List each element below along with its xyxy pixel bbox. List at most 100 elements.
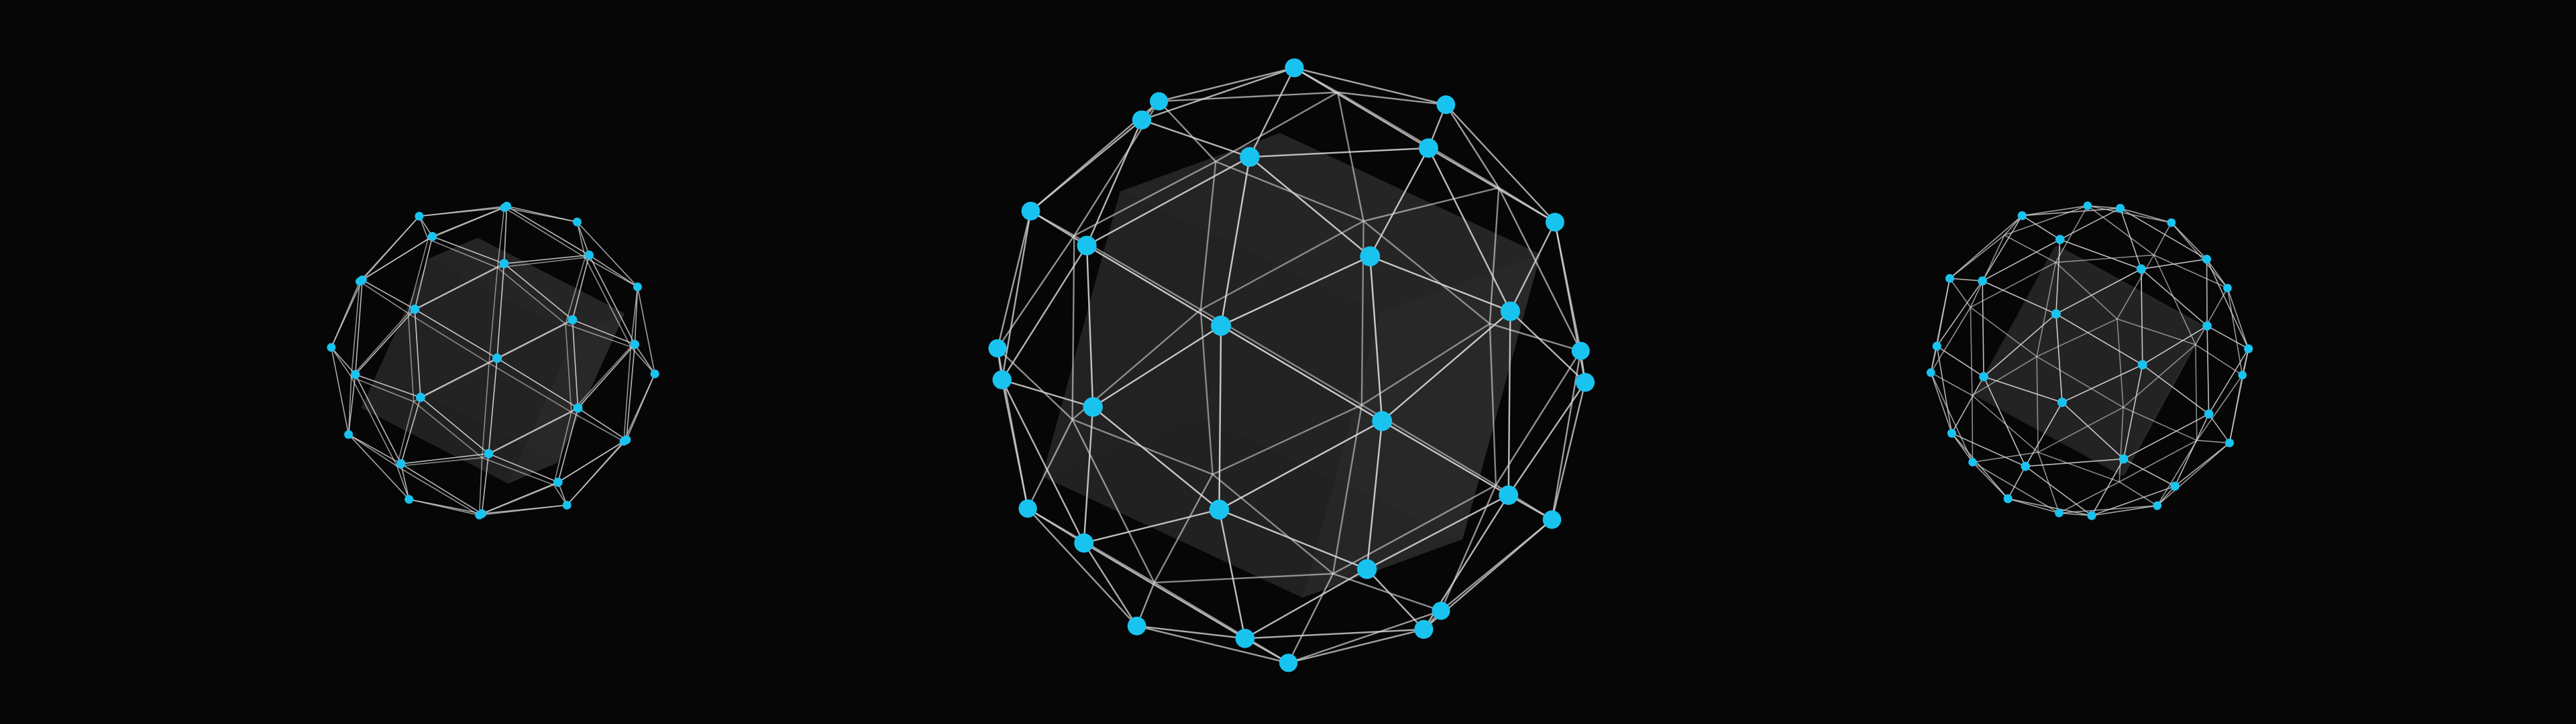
vertex-node [415,212,424,221]
wireframe-edge [1509,221,1556,312]
wireframe-edge [1073,160,1216,237]
wireframe-edge [588,255,636,345]
wireframe-edge [2153,255,2196,345]
wireframe-edge [2036,318,2118,357]
wireframe-edge [2025,458,2124,467]
wireframe-edge [420,357,498,398]
wireframe-edge [2206,259,2249,349]
wireframe-edge [565,323,631,348]
wireframe-edge [478,457,483,516]
wireframe-edge [1489,187,1500,324]
wireframe-edge [1930,372,1973,396]
wireframe-edge [2055,268,2142,315]
wireframe-edge [354,374,402,465]
wireframe-edge [2091,505,2157,516]
vertex-node [2003,494,2012,503]
wireframe-edge [1970,307,1973,396]
wireframe-edge [359,215,420,282]
wireframe-edge [1983,313,2057,377]
vertex-node [1575,373,1595,392]
wireframe-edge [1288,609,1442,664]
wireframe-edge [557,439,627,483]
wireframe-edge [432,235,504,264]
wireframe-edge [1428,147,1511,312]
wireframe-edge [1215,160,1364,222]
wireframe-edge [1249,147,1429,158]
wireframe-edge [1086,156,1250,247]
wireframe-edge [481,453,490,514]
wireframe-edge [1158,101,1217,162]
wireframe-edge [2059,207,2121,240]
vertex-node [1500,301,1520,321]
wireframe-edge [503,263,573,320]
wireframe-edge [2119,208,2142,269]
wireframe-edge [331,347,350,435]
vertex-node [344,430,354,439]
vertex-node [988,339,1007,358]
wireframe-edge [497,267,566,324]
wireframe-edge [557,408,579,483]
wireframe-edge [359,281,409,314]
vertex-node [1414,619,1434,640]
wireframe-edge [1212,404,1362,475]
vertex-node [1418,138,1438,158]
wireframe-edge [351,376,414,402]
wireframe-edge [1509,310,1586,383]
wireframe-edge [996,210,1032,349]
wireframe-edge [1972,461,2059,514]
wireframe-edge [1972,461,2008,499]
wireframe-edge [1337,92,1364,222]
wireframe-edge [414,308,498,359]
wireframe-edge [2061,364,2143,403]
wireframe-edge [2037,406,2124,453]
wireframe-edge [572,319,579,408]
wireframe-edge [1445,104,1500,188]
vertex-node [1083,397,1103,417]
wireframe-edge [2208,414,2231,444]
wireframe-edge [2025,402,2063,467]
wireframe-edge [1159,67,1295,103]
wireframe-edge [2195,345,2198,440]
wireframe-edge [634,286,639,345]
wireframe-edge [630,286,639,347]
wireframe-edge [409,499,482,514]
vertex-node [2116,204,2125,213]
wireframe-edge [2055,261,2118,320]
wireframe-edge [2195,288,2229,345]
wireframe-edge [1249,156,1371,257]
wireframe-edge [1369,147,1430,257]
center-geodesic-sphere [988,58,1595,672]
wireframe-edge [1498,187,1582,351]
vertex-node [2118,454,2129,464]
wireframe-edge [396,401,415,467]
vertex-node [1436,95,1456,115]
wireframe-edge [630,346,655,375]
vertex-node [1968,458,1977,467]
wireframe-edge [1381,420,1509,496]
vertex-node [358,276,367,285]
wireframe-edge [1212,473,1334,575]
wireframe-edge [2206,259,2208,326]
wireframe-edge [588,254,638,288]
wireframe-edge [1153,582,1289,664]
wireframe-edge [488,267,498,363]
wireframe-edge [496,357,578,409]
wireframe-edge [1445,104,1556,223]
vertex-node [2170,481,2180,491]
vertex-node [1357,559,1377,579]
wireframe-edge [420,397,489,455]
vertex-node [416,392,425,402]
wireframe-edge [1949,278,1983,282]
wireframe-edge [1141,67,1295,121]
wireframe-edge [2120,208,2207,260]
wireframe-edge [2118,440,2198,483]
wireframe-edge [1972,395,2039,453]
vertex-node [396,459,406,469]
wireframe-edge [577,344,635,409]
cube-face [1973,247,2203,476]
wireframe-edge [1332,572,1442,612]
wireframe-edge [2061,402,2125,460]
vertex-node [2244,344,2253,353]
wireframe-edge [2055,205,2088,263]
